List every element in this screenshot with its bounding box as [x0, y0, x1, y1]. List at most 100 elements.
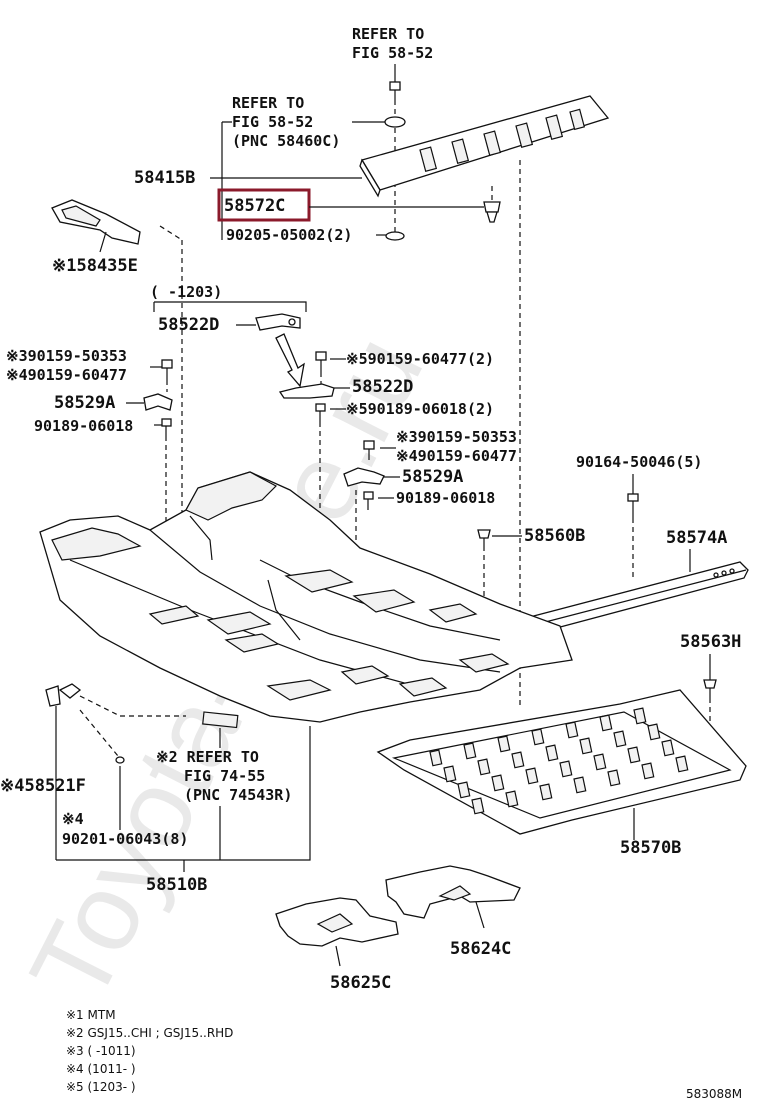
refer-mid-line2: FIG 58-52	[232, 113, 313, 131]
clip-58572C	[483, 201, 501, 223]
label-58522D-a: 58522D	[158, 315, 219, 335]
label-90159-50353-b: ※390159-50353	[396, 428, 517, 446]
tray-pocket	[661, 739, 675, 757]
arrow-indicator	[275, 333, 305, 388]
tray-pocket	[511, 751, 525, 769]
label-90159-50353-a: ※390159-50353	[6, 347, 127, 365]
bracket-58521F	[45, 683, 82, 707]
label-58574A: 58574A	[666, 528, 727, 548]
label-90205: 90205-05002(2)	[226, 226, 352, 244]
tray-pocket	[647, 723, 661, 741]
tray-pocket	[559, 760, 573, 778]
tray-pocket	[539, 783, 553, 801]
highlight-box	[217, 188, 311, 222]
label-58522D-b: 58522D	[352, 377, 413, 397]
clip-90201	[115, 756, 125, 764]
insulator-58625C	[275, 897, 399, 947]
floor-carpet-part	[39, 471, 573, 723]
bracket-58529A-b	[343, 467, 385, 487]
tray-pocket	[545, 744, 559, 762]
tray-pocket	[593, 753, 607, 771]
tray-pocket	[607, 769, 621, 787]
tray-pocket	[627, 746, 641, 764]
tray-grid	[429, 707, 689, 815]
tray-pocket	[505, 790, 519, 808]
bracket-58522D-a	[255, 313, 301, 331]
leader-58624C	[475, 901, 485, 929]
bolt-90159-60477-2	[315, 351, 327, 372]
step-plate-part	[359, 95, 610, 198]
tag-piece	[202, 711, 239, 729]
refer-top-line1: REFER TO	[352, 25, 424, 43]
clip-ring	[384, 116, 406, 128]
tray-pocket	[525, 767, 539, 785]
dash-58521F-a	[79, 695, 121, 717]
bracket-58435E	[51, 199, 141, 245]
tray-pocket	[599, 714, 613, 732]
label-58625C: 58625C	[330, 973, 391, 993]
label-90159-60477-2: ※590159-60477(2)	[346, 350, 494, 368]
label-90164: 90164-50046(5)	[576, 453, 702, 471]
refer-mid-line3: (PNC 58460C)	[232, 132, 340, 150]
refer-bottom-line2: FIG 74-55	[184, 767, 265, 785]
bolt-90189-b	[363, 491, 374, 510]
washer-90205	[385, 231, 405, 241]
leader-58435E	[99, 231, 107, 253]
refer-top-line2: FIG 58-52	[352, 44, 433, 62]
bracket-58522D-b	[278, 383, 335, 399]
label-58435E: ※158435E	[52, 256, 138, 276]
clip-58563H	[703, 679, 717, 698]
tray-pocket	[463, 742, 477, 760]
label-58415B: 58415B	[134, 168, 195, 188]
label-90189-06018-a: 90189-06018	[34, 417, 133, 435]
label-58510B: 58510B	[146, 875, 207, 895]
tray-pocket	[579, 737, 593, 755]
bolt-top	[389, 81, 401, 100]
tray-pocket	[633, 707, 647, 725]
label-58563H: 58563H	[680, 632, 741, 652]
note-5: ※5 (1203- )	[66, 1080, 136, 1094]
tray-pocket	[477, 758, 491, 776]
bracket-58415B	[210, 121, 362, 240]
dash-58521F-c	[79, 709, 119, 757]
label-90189-06018-2: ※590189-06018(2)	[346, 400, 494, 418]
label-58572C: 58572C	[224, 196, 285, 216]
tray-pocket	[641, 762, 655, 780]
bracket-58529A-a	[143, 393, 173, 411]
bolt-90189-06018-2	[315, 403, 326, 422]
label-58529A-a: 58529A	[54, 393, 115, 413]
label-58570B: 58570B	[620, 838, 681, 858]
label-58529A-b: 58529A	[402, 467, 463, 487]
note-1: ※1 MTM	[66, 1008, 116, 1022]
note-3: ※3 ( -1011)	[66, 1044, 136, 1058]
note-4: ※4 (1011- )	[66, 1062, 136, 1076]
label-range-1203: ( -1203)	[150, 283, 222, 301]
tray-pocket	[675, 755, 689, 773]
label-58521F: ※458521F	[0, 776, 86, 796]
label-90201-prefix: ※4	[62, 810, 84, 828]
label-90201: 90201-06043(8)	[62, 830, 188, 848]
bolt-90159-a	[161, 359, 173, 380]
tray-pocket	[613, 730, 627, 748]
label-58624C: 58624C	[450, 939, 511, 959]
rail-58574A	[525, 561, 749, 635]
screw-90164	[627, 493, 639, 518]
insulator-58624C	[385, 865, 521, 919]
bracket-58510B	[56, 726, 311, 861]
tray-pocket	[443, 765, 457, 783]
label-90159-60477-b: ※490159-60477	[396, 447, 517, 465]
leader-58625C	[335, 945, 341, 967]
note-2: ※2 GSJ15..CHI ; GSJ15..RHD	[66, 1026, 233, 1040]
label-58560B: 58560B	[524, 526, 585, 546]
tray-pocket	[491, 774, 505, 792]
refer-mid-line1: REFER TO	[232, 94, 304, 112]
tray-pocket	[565, 721, 579, 739]
dash-58435E-a	[159, 225, 183, 241]
bolt-90159-b	[363, 440, 375, 460]
tray-pocket	[573, 776, 587, 794]
refer-bottom-line3: (PNC 74543R)	[184, 786, 292, 804]
bracket-range	[153, 301, 307, 312]
clip-58560B	[477, 529, 491, 546]
